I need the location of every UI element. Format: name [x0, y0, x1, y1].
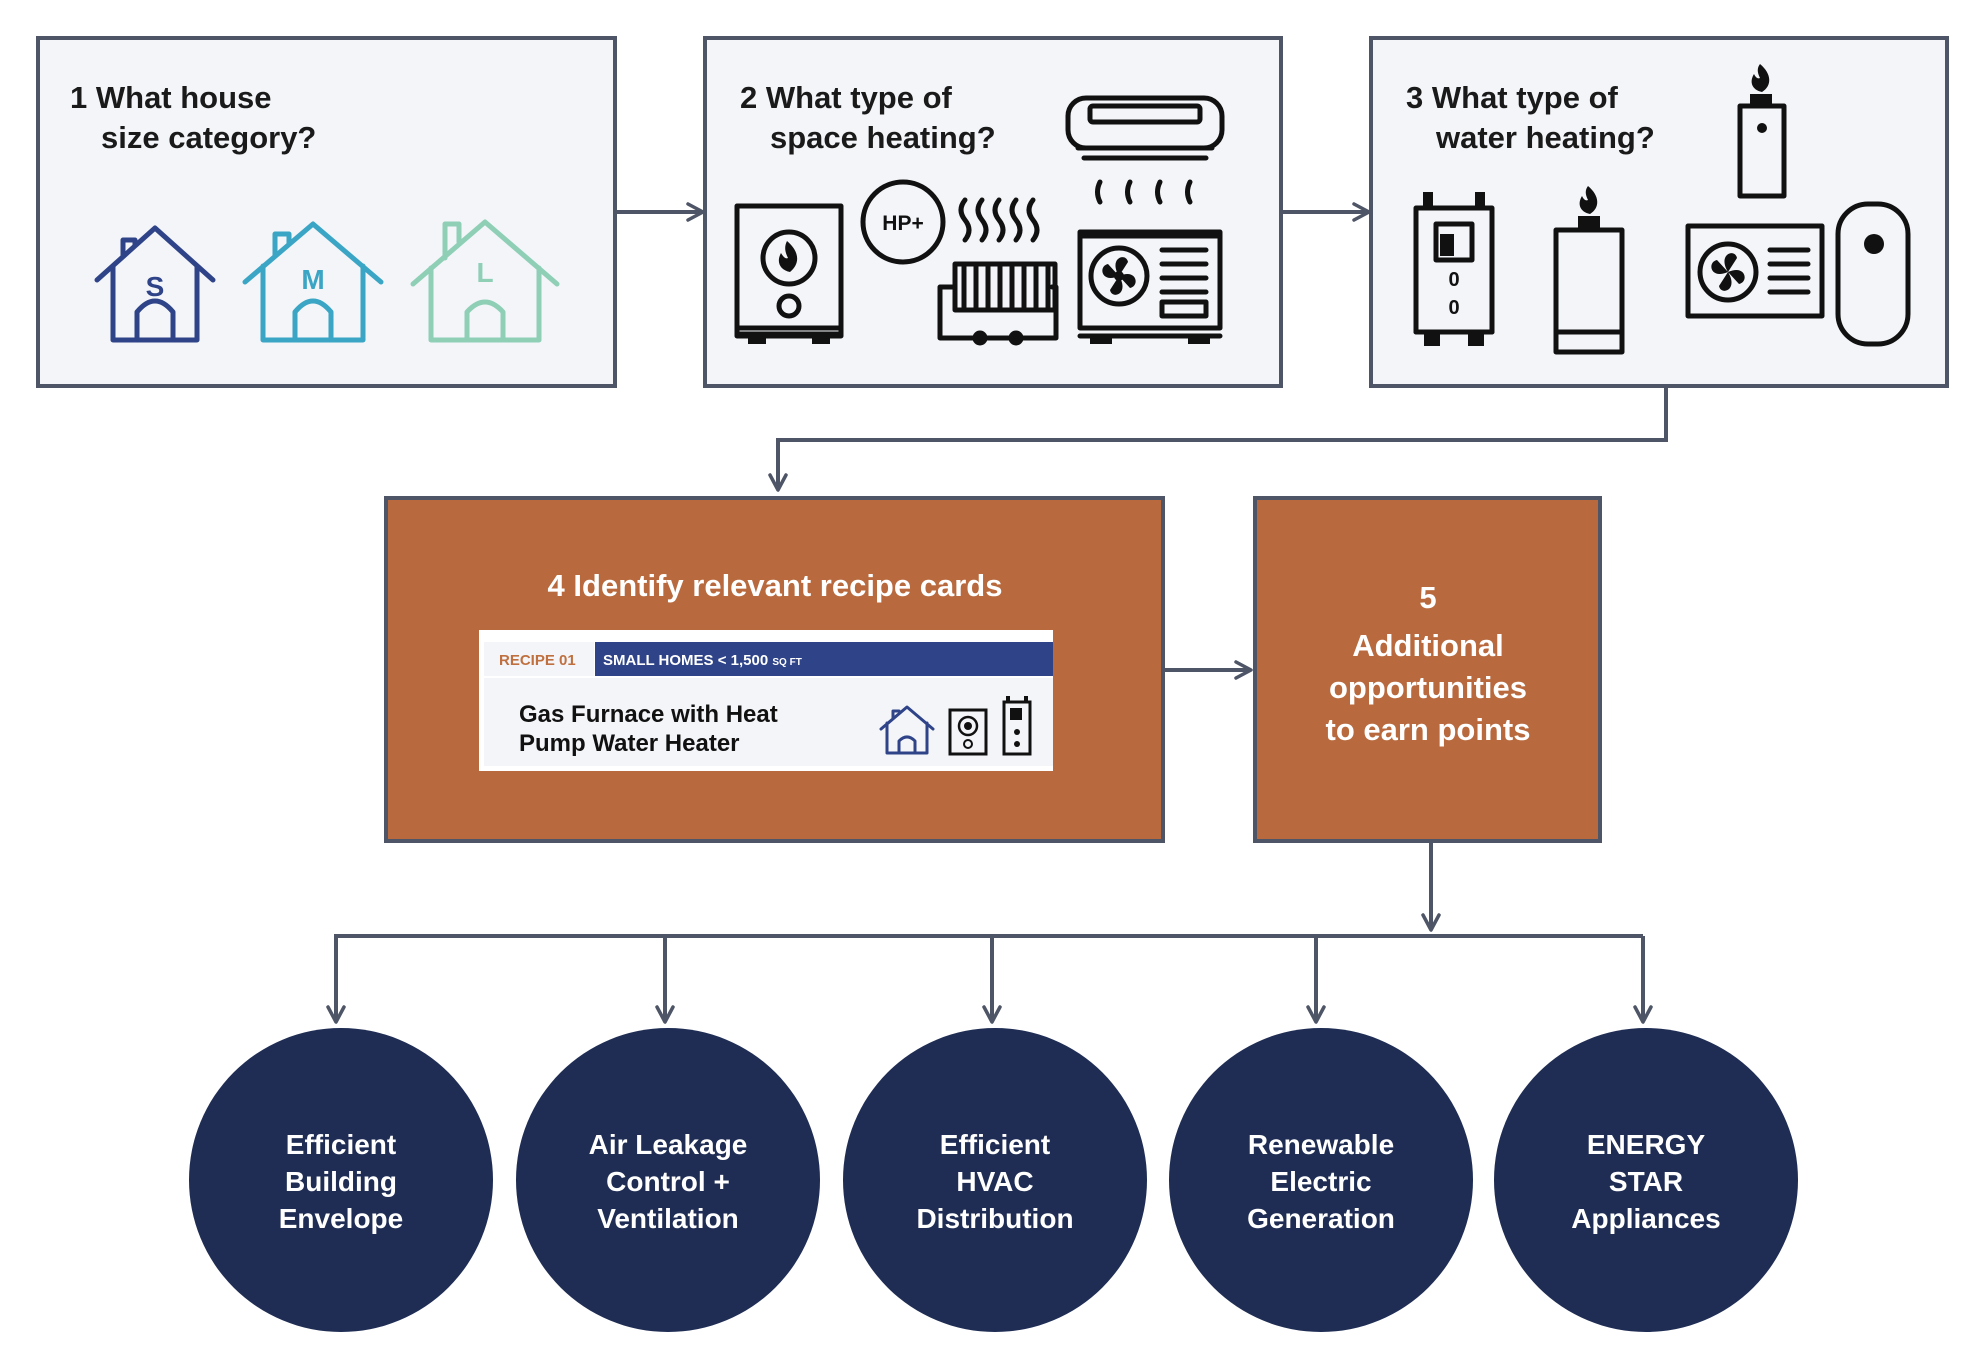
step1-heading: 1 What house	[70, 80, 272, 115]
tankless-dial-1: 0	[1448, 269, 1459, 291]
opportunity-4-line1: Renewable	[1248, 1129, 1394, 1160]
opportunity-2: Air Leakage Control + Ventilation	[516, 1028, 820, 1332]
opportunity-circle	[516, 1028, 820, 1332]
opportunity-2-line2: Control +	[606, 1166, 730, 1197]
heat-pump-water-heater-icon	[1685, 201, 1911, 347]
step2-line1: What type of	[766, 80, 953, 115]
recipe-title-line1: Gas Furnace with Heat	[519, 701, 778, 728]
house-icon	[879, 705, 935, 755]
step4-box: 4 Identify relevant recipe cards RECIPE …	[384, 496, 1165, 843]
opportunity-5-line2: STAR	[1609, 1166, 1683, 1197]
step2-line2: space heating?	[770, 120, 996, 155]
opportunity-circle	[843, 1028, 1147, 1332]
recipe-card-body	[484, 678, 1053, 766]
opportunity-3: Efficient HVAC Distribution	[843, 1028, 1147, 1332]
opportunity-1: Efficient Building Envelope	[189, 1028, 493, 1332]
opportunity-5-line1: ENERGY	[1587, 1129, 1706, 1160]
step1-number: 1	[70, 80, 87, 115]
gas-furnace-icon	[734, 203, 844, 344]
house-icon	[242, 221, 384, 343]
connectors	[326, 202, 1668, 1024]
opportunity-circle	[1169, 1028, 1473, 1332]
step5-number: 5	[1419, 580, 1436, 615]
recipe-category-main: SMALL HOMES < 1,500	[603, 652, 768, 669]
opportunity-1-line3: Envelope	[279, 1203, 403, 1234]
electric-resistance-heater-icon	[937, 197, 1059, 346]
heat-pump-badge-icon: HP+	[860, 179, 946, 265]
step5-line2: opportunities	[1329, 670, 1527, 705]
mini-split-icon	[1065, 95, 1225, 205]
opportunity-4-line2: Electric	[1270, 1166, 1371, 1197]
opportunity-5-line3: Appliances	[1571, 1203, 1720, 1234]
opportunity-3-line3: Distribution	[916, 1203, 1073, 1234]
opportunity-4-line3: Generation	[1247, 1203, 1395, 1234]
step1-line2: size category?	[101, 120, 316, 155]
step3-line1: What type of	[1432, 80, 1619, 115]
house-icon	[94, 225, 216, 343]
recipe-category-unit: SQ FT	[772, 657, 801, 668]
house-letter-l: L	[476, 257, 493, 288]
outdoor-heat-pump-unit-icon	[1077, 229, 1223, 344]
tankless-dial-2: 0	[1448, 297, 1459, 319]
step2-heading: 2 What type of	[740, 80, 953, 115]
recipe-category: SMALL HOMES < 1,500 SQ FT	[603, 652, 802, 669]
step1-frame	[36, 36, 617, 388]
opportunity-circle	[1494, 1028, 1798, 1332]
house-letter-s: S	[146, 271, 165, 302]
gas-storage-water-heater-icon	[1737, 64, 1787, 199]
step4-number: 4	[548, 568, 566, 603]
arrow-step3-to-step4	[768, 386, 1668, 492]
step1-box: 1 What house size category? S M L	[36, 36, 617, 388]
opportunity-4: Renewable Electric Generation	[1169, 1028, 1473, 1332]
heat-pump-badge-text: HP+	[882, 212, 923, 235]
house-icon	[410, 219, 560, 343]
step3-heading: 3 What type of	[1406, 80, 1619, 115]
step5-frame	[1253, 496, 1602, 843]
house-letter-m: M	[301, 264, 324, 295]
opportunity-2-line3: Ventilation	[597, 1203, 739, 1234]
opportunity-2-line1: Air Leakage	[589, 1129, 748, 1160]
recipe-card-header-bar	[595, 642, 1053, 676]
opportunity-circle	[189, 1028, 493, 1332]
step4-heading: 4 Identify relevant recipe cards	[548, 568, 1003, 603]
opportunity-5: ENERGY STAR Appliances	[1494, 1028, 1798, 1332]
step5-box: 5 Additional opportunities to earn point…	[1253, 496, 1602, 843]
step5-line3: to earn points	[1326, 712, 1531, 747]
tankless-water-heater-icon: 0 0	[1413, 192, 1495, 346]
step3-box: 3 What type of water heating? 0 0	[1369, 36, 1949, 388]
gas-furnace-icon	[948, 708, 988, 756]
step5-line1: Additional	[1352, 628, 1504, 663]
opportunity-1-line1: Efficient	[286, 1129, 396, 1160]
opportunity-1-line2: Building	[285, 1166, 397, 1197]
opportunity-3-line2: HVAC	[956, 1166, 1033, 1197]
recipe-card[interactable]: RECIPE 01 SMALL HOMES < 1,500 SQ FT Gas …	[479, 630, 1053, 771]
step2-box: 2 What type of space heating? HP+	[703, 36, 1283, 388]
step4-title: Identify relevant recipe cards	[573, 568, 1002, 603]
opportunity-3-line1: Efficient	[940, 1129, 1050, 1160]
step3-line2: water heating?	[1435, 120, 1655, 155]
recipe-title-line2: Pump Water Heater	[519, 730, 740, 757]
step1-line1: What house	[96, 80, 272, 115]
recipe-label: RECIPE 01	[499, 652, 576, 669]
gas-storage-water-heater-icon	[1553, 186, 1625, 355]
tankless-water-heater-icon	[1002, 696, 1032, 756]
step3-number: 3	[1406, 80, 1423, 115]
recipe-card-label-background	[484, 642, 594, 676]
step2-number: 2	[740, 80, 757, 115]
